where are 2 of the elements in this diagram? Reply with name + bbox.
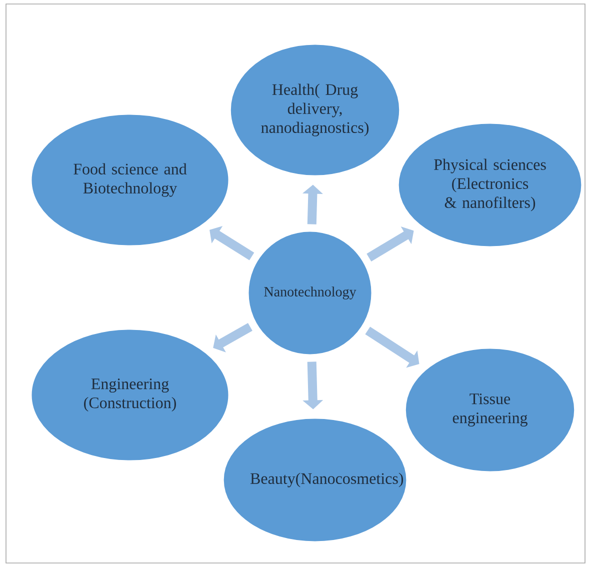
block-arrow	[366, 226, 414, 262]
block-arrow	[213, 322, 252, 352]
